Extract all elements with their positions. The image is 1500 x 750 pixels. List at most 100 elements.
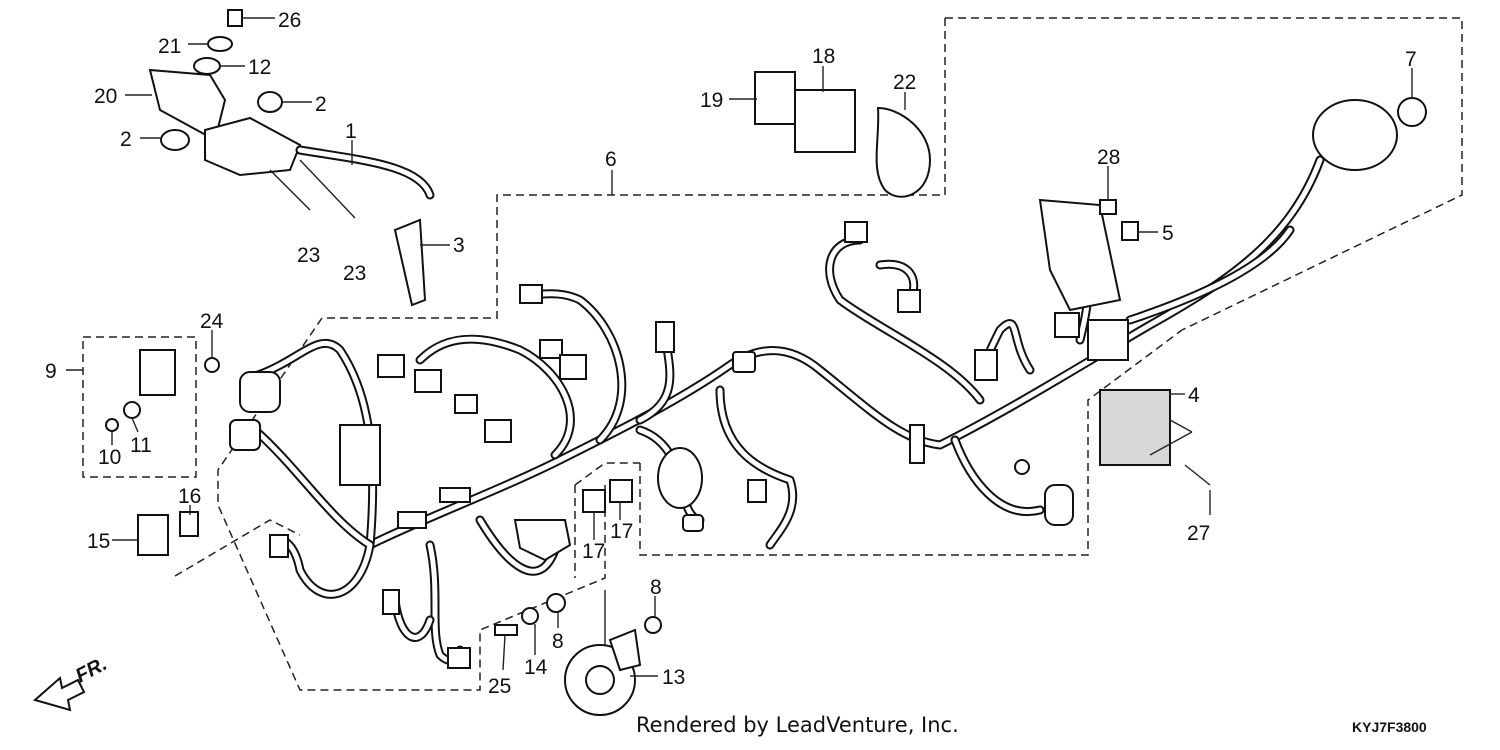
connector-block <box>269 534 289 558</box>
callout-9: 9 <box>45 360 57 383</box>
connector-block <box>897 289 921 313</box>
nut-21 <box>207 36 233 52</box>
harness-band <box>1087 319 1129 361</box>
screw-10 <box>105 418 119 432</box>
callout-24: 24 <box>200 310 224 333</box>
switch-9 <box>139 349 176 396</box>
harness-components <box>229 99 1398 669</box>
coupler <box>229 419 261 451</box>
callout-19: 19 <box>700 89 723 112</box>
nut-8b <box>644 616 662 634</box>
diagram-code: KYJ7F3800 <box>1352 719 1427 735</box>
arrow-left-icon <box>32 676 86 712</box>
callout-8-left: 8 <box>552 630 564 653</box>
callout-2-lower: 2 <box>120 128 132 151</box>
collar-2-lower <box>160 129 190 151</box>
regulator-rectifier-4 <box>1099 389 1171 466</box>
callout-3: 3 <box>453 234 465 257</box>
callout-18: 18 <box>812 45 835 68</box>
fuse-5 <box>1121 221 1139 241</box>
callout-1: 1 <box>345 120 357 143</box>
capacitor <box>657 447 703 509</box>
callout-23-left: 23 <box>297 244 320 267</box>
callout-5: 5 <box>1162 222 1174 245</box>
connector-block <box>1054 312 1080 338</box>
connector-block <box>447 647 471 669</box>
callout-20: 20 <box>94 85 117 108</box>
callout-11: 11 <box>130 434 152 457</box>
bracket-20 <box>148 68 227 142</box>
nut-24 <box>204 357 220 373</box>
callout-26: 26 <box>278 9 301 32</box>
round-coupler <box>239 371 281 413</box>
callout-4: 4 <box>1188 384 1200 407</box>
callout-22: 22 <box>893 71 916 94</box>
callout-15: 15 <box>87 530 110 553</box>
connector-block <box>747 479 767 503</box>
cap-7 <box>1397 97 1427 127</box>
connector-block <box>844 221 868 243</box>
callout-labels: 26 21 12 20 2 2 1 23 23 3 6 18 19 22 7 2… <box>45 9 1417 698</box>
connector-block <box>439 487 471 503</box>
connector-block <box>682 514 704 532</box>
horn-13-center <box>585 665 615 695</box>
harness-clamp <box>909 424 925 464</box>
connector-block <box>559 354 587 380</box>
terminal <box>1014 459 1030 475</box>
switch-group-boundary <box>82 336 197 478</box>
connector-block <box>414 369 442 393</box>
callout-2-upper: 2 <box>315 93 327 116</box>
callout-12: 12 <box>248 56 271 79</box>
main-harness-boundary <box>217 18 946 691</box>
washer-14 <box>521 607 539 625</box>
connector-block <box>454 394 478 414</box>
callout-8-right: 8 <box>650 576 662 599</box>
callout-23-right: 23 <box>343 262 366 285</box>
spring-12 <box>193 57 221 75</box>
callout-13: 13 <box>662 666 685 689</box>
callout-14: 14 <box>524 656 548 679</box>
callout-25: 25 <box>488 675 511 698</box>
harness-group-boundary <box>945 17 1463 331</box>
connector-block <box>974 349 998 381</box>
cushion-16 <box>179 511 199 537</box>
bolt-25 <box>494 624 518 636</box>
callout-17-left: 17 <box>582 540 605 563</box>
ignition-switch-1 <box>204 116 302 177</box>
connector-block <box>397 511 427 529</box>
horn-bracket <box>608 628 642 672</box>
parts <box>105 9 1427 716</box>
front-direction-marker: FR. <box>32 653 111 712</box>
washer-11 <box>123 401 141 419</box>
bolt-27 <box>1184 464 1211 486</box>
leader-lines <box>66 17 1413 677</box>
fuse-28 <box>1099 199 1117 215</box>
relay-17b <box>609 479 633 503</box>
collar-2-upper <box>257 91 283 113</box>
harness-clamp <box>732 351 756 373</box>
connector-block <box>539 339 563 359</box>
callout-7: 7 <box>1405 48 1417 71</box>
part15-boundary <box>174 519 301 577</box>
bolt-26 <box>227 9 243 27</box>
grommet-3 <box>393 218 427 307</box>
connector-block <box>519 284 543 304</box>
cover-19 <box>754 71 796 125</box>
callout-10: 10 <box>98 446 121 469</box>
connector-block <box>377 354 405 378</box>
connector-block <box>484 419 512 443</box>
band-22 <box>875 106 932 198</box>
fuse-box <box>1038 198 1122 312</box>
screw-23a <box>269 169 311 211</box>
washer-8a <box>546 593 566 613</box>
harness-boot <box>1312 99 1398 171</box>
callout-28: 28 <box>1097 146 1120 169</box>
fuse-box-cover <box>513 519 572 562</box>
connector-block <box>382 589 400 615</box>
group-boundaries <box>82 17 1463 691</box>
coupler-block <box>339 424 381 486</box>
callout-27: 27 <box>1187 522 1210 545</box>
connector-block <box>655 321 675 353</box>
callout-16: 16 <box>178 485 201 508</box>
